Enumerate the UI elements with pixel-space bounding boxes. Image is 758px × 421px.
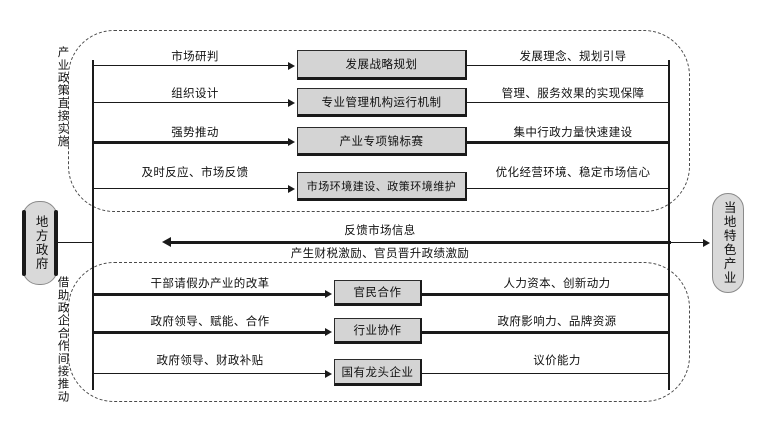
- left-node-connector: [58, 242, 93, 244]
- direct-row-1-output-label: 发展理念、规划引导: [519, 51, 627, 63]
- left-main-trunk: [92, 60, 95, 390]
- node-local-industry[interactable]: 当地特色产业: [712, 193, 744, 293]
- feedback-line: [171, 241, 671, 244]
- right-main-trunk: [668, 60, 671, 390]
- indirect-row-1-output-line: [422, 293, 669, 296]
- indirect-row-3-box[interactable]: 国有龙头企业: [334, 359, 422, 386]
- indirect-row-3-output-line: [422, 373, 669, 375]
- feedback-arrowhead: [162, 237, 171, 248]
- direct-row-4-output-label: 优化经营环境、稳定市场信心: [495, 167, 651, 179]
- indirect-row-3-input-label: 政府领导、财政补贴: [156, 355, 264, 367]
- indirect-row-2-input-line: [92, 331, 326, 334]
- direct-row-3-output-label: 集中行政力量快速建设: [513, 127, 633, 139]
- node-local-industry-label: 当地特色产业: [721, 201, 736, 285]
- direct-row-2-input-arrowhead: [288, 98, 295, 107]
- group-outline-direct: [68, 30, 690, 212]
- direct-row-1-output-line: [467, 65, 669, 67]
- group-caption-direct: 产业政策直接实施: [56, 46, 69, 148]
- direct-row-1-input-label: 市场研判: [171, 51, 219, 63]
- direct-row-3-output-line: [467, 141, 669, 144]
- node-left-bar: [22, 210, 26, 276]
- node-local-government[interactable]: 地方政府: [22, 201, 58, 285]
- direct-row-4-box[interactable]: 市场环境建设、政策环境维护: [297, 172, 467, 201]
- direct-row-3-box[interactable]: 产业专项锦标赛: [297, 127, 467, 156]
- indirect-row-2-output-line: [422, 331, 669, 334]
- indirect-row-3-input-line: [92, 373, 326, 375]
- direct-row-2-output-line: [467, 102, 669, 104]
- direct-row-3-input-arrowhead: [288, 138, 295, 147]
- direct-row-2-output-label: 管理、服务效果的实现保障: [501, 88, 645, 100]
- direct-row-4-input-arrowhead: [288, 184, 295, 193]
- direct-row-2-box[interactable]: 专业管理机构运行机制: [297, 88, 467, 117]
- right-node-connector: [668, 242, 706, 244]
- indirect-row-1-input-line: [92, 293, 326, 296]
- right-node-arrowhead: [703, 238, 710, 247]
- group-outline-indirect: [68, 262, 690, 402]
- direct-row-1-input-line: [92, 65, 289, 67]
- direct-row-1-box[interactable]: 发展战略规划: [297, 50, 467, 80]
- indirect-row-2-input-label: 政府领导、赋能、合作: [150, 316, 270, 328]
- node-right-bar: [54, 210, 58, 276]
- indirect-row-3-input-arrowhead: [325, 369, 332, 378]
- direct-row-2-input-label: 组织设计: [171, 88, 219, 100]
- direct-row-4-input-line: [92, 188, 289, 190]
- direct-row-2-input-line: [92, 102, 289, 104]
- indirect-row-1-input-label: 干部请假办产业的改革: [150, 278, 270, 290]
- direct-row-3-input-line: [92, 141, 289, 144]
- direct-row-4-input-label: 及时反应、市场反馈: [141, 167, 249, 179]
- direct-row-1-input-arrowhead: [288, 61, 295, 70]
- indirect-row-1-box[interactable]: 官民合作: [334, 280, 422, 306]
- direct-row-3-input-label: 强势推动: [171, 127, 219, 139]
- node-local-government-label: 地方政府: [33, 215, 48, 271]
- indirect-row-3-output-label: 议价能力: [533, 355, 581, 367]
- indirect-row-2-output-label: 政府影响力、品牌资源: [497, 316, 617, 328]
- feedback-bottom-label: 产生财税激励、官员晋升政绩激励: [290, 248, 470, 260]
- group-caption-indirect: 借助政企合作间接推动: [56, 276, 69, 403]
- direct-row-4-output-line: [467, 188, 669, 190]
- feedback-top-label: 反馈市场信息: [344, 225, 416, 237]
- indirect-row-1-output-label: 人力资本、创新动力: [503, 278, 611, 290]
- indirect-row-2-box[interactable]: 行业协作: [334, 318, 422, 344]
- indirect-row-2-input-arrowhead: [325, 328, 332, 337]
- indirect-row-1-input-arrowhead: [325, 290, 332, 299]
